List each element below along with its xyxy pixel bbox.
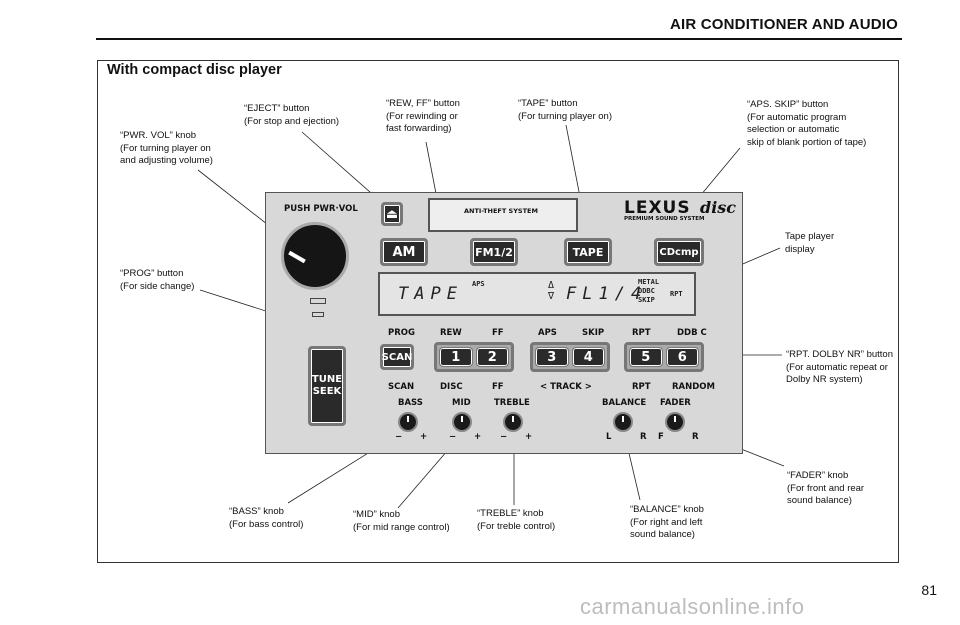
callout-prog: “PROG” button (For side change) (120, 268, 195, 292)
bass-plus: + (420, 432, 428, 442)
bass-knob[interactable] (398, 412, 418, 432)
treble-plus: + (525, 432, 533, 442)
eject-icon: ⏏ (385, 206, 399, 222)
display-aps: APS (472, 280, 485, 288)
fader-r: R (692, 432, 699, 442)
indicator-icon (312, 312, 324, 317)
scan-button[interactable]: SCAN (380, 344, 414, 370)
treble-minus: − (500, 432, 508, 442)
preset-2-button[interactable]: 2 (475, 347, 509, 367)
balance-knob[interactable] (613, 412, 633, 432)
callout-fader: “FADER” knob (For front and rear sound b… (787, 470, 865, 506)
callout-tape: “TAPE” button (For turning player on) (518, 98, 612, 122)
label-random: RANDOM (672, 382, 715, 392)
preset-group-3-4: 3 4 (530, 342, 610, 372)
preset-5-button[interactable]: 5 (629, 347, 663, 367)
label-balance: BALANCE (602, 398, 647, 408)
tape-player-display: TAPE APS Δ ∇ FL1/4 METAL DDBC SKIP RPT (378, 272, 696, 316)
label-disc: DISC (440, 382, 463, 392)
callout-treble: “TREBLE” knob (For treble control) (477, 508, 556, 532)
mid-knob[interactable] (452, 412, 472, 432)
section-title: With compact disc player (107, 62, 282, 78)
callout-mid: “MID” knob (For mid range control) (353, 509, 450, 533)
push-pwr-vol-label: PUSH PWR·VOL (284, 204, 358, 214)
label-ff: FF (492, 328, 504, 338)
display-arrows: Δ ∇ (548, 280, 555, 302)
pwr-vol-knob[interactable] (281, 222, 349, 290)
preset-6-button[interactable]: 6 (665, 347, 699, 367)
label-bass: BASS (398, 398, 423, 408)
preset-1-button[interactable]: 1 (439, 347, 473, 367)
label-skip: SKIP (582, 328, 605, 338)
label-ff-lower: FF (492, 382, 504, 392)
label-rpt-lower: RPT (632, 382, 651, 392)
label-rpt: RPT (632, 328, 651, 338)
balance-l: L (606, 432, 612, 442)
am-button[interactable]: AM (380, 238, 428, 266)
callout-pwr-vol: “PWR. VOL” knob (For turning player on a… (120, 130, 213, 166)
label-fader: FADER (660, 398, 691, 408)
brand-logo: LEXUS (624, 198, 691, 218)
compact-disc-logo: disc (700, 198, 737, 217)
label-track: < TRACK > (540, 382, 592, 392)
label-aps: APS (538, 328, 557, 338)
tune-seek-button[interactable]: TUNE SEEK (308, 346, 346, 426)
label-mid: MID (452, 398, 471, 408)
callout-tape-display: Tape player display (785, 231, 835, 255)
callout-rpt-dolby: “RPT. DOLBY NR” button (For automatic re… (786, 349, 894, 385)
display-rpt: RPT (670, 290, 683, 298)
preset-4-button[interactable]: 4 (571, 347, 605, 367)
label-treble: TREBLE (494, 398, 530, 408)
display-tape: TAPE (398, 284, 463, 304)
preset-group-5-6: 5 6 (624, 342, 704, 372)
fader-knob[interactable] (665, 412, 685, 432)
cd-button[interactable]: CDcmp (654, 238, 704, 266)
tape-button[interactable]: TAPE (564, 238, 612, 266)
label-scan: SCAN (388, 382, 415, 392)
mid-plus: + (474, 432, 482, 442)
balance-r: R (640, 432, 647, 442)
callout-rew-ff: “REW, FF” button (For rewinding or fast … (386, 98, 460, 134)
preset-3-button[interactable]: 3 (535, 347, 569, 367)
page-number: 81 (921, 582, 937, 598)
bass-minus: − (395, 432, 403, 442)
label-prog: PROG (388, 328, 415, 338)
fm-button[interactable]: FM1/2 (470, 238, 518, 266)
cassette-slot: ANTI-THEFT SYSTEM (428, 198, 578, 232)
treble-knob[interactable] (503, 412, 523, 432)
fader-f: F (658, 432, 664, 442)
label-rew: REW (440, 328, 462, 338)
brand-sub: PREMIUM SOUND SYSTEM (624, 216, 705, 222)
display-digits: FL1/4 (566, 284, 648, 304)
callout-bass: “BASS” knob (For bass control) (229, 506, 304, 530)
watermark: carmanualsonline.info (580, 594, 805, 619)
indicator-icon (310, 298, 326, 304)
mid-minus: − (449, 432, 457, 442)
header-title: AIR CONDITIONER AND AUDIO (669, 16, 898, 33)
header-rule (96, 38, 902, 40)
callout-balance: “BALANCE” knob (For right and left sound… (630, 504, 704, 540)
eject-button[interactable]: ⏏ (381, 202, 403, 226)
figure-frame (97, 60, 899, 563)
label-dbc: DDB C (677, 328, 707, 338)
anti-theft-label: ANTI-THEFT SYSTEM (464, 207, 538, 215)
preset-group-1-2: 1 2 (434, 342, 514, 372)
callout-aps-skip: “APS. SKIP” button (For automatic progra… (747, 99, 867, 148)
callout-eject: “EJECT” button (For stop and ejection) (244, 103, 340, 127)
tune-seek-label: TUNE SEEK (311, 374, 343, 397)
display-metal: METAL DDBC SKIP (638, 278, 660, 304)
knob-marker (288, 250, 306, 264)
